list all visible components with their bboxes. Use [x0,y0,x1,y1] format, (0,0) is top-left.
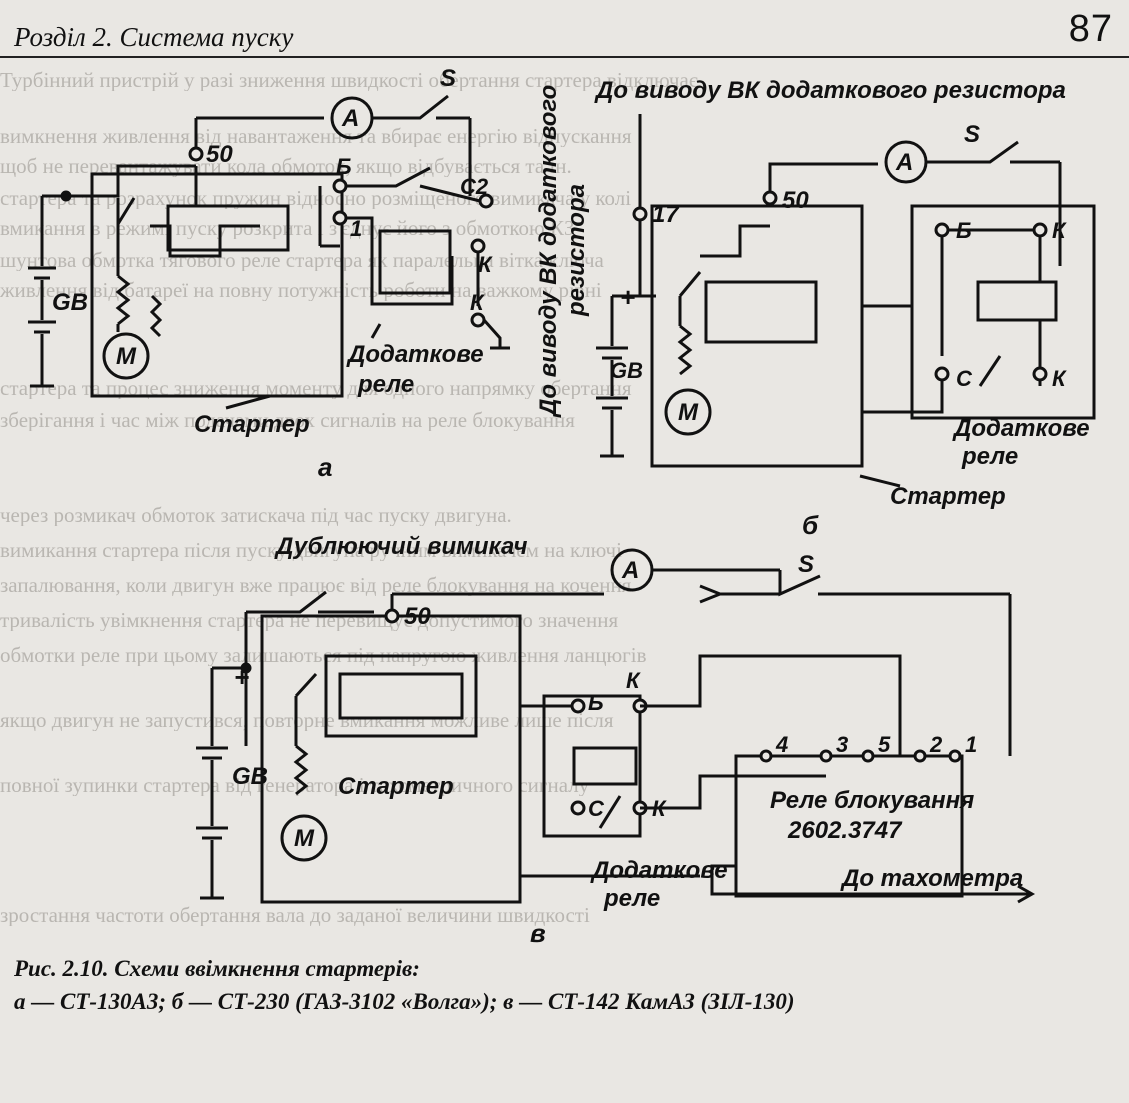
caption-legend: а — СТ-130А3; б — СТ-230 (ГАЗ-3102 «Волг… [14,989,795,1015]
diagram-c: Дублюючий вимикач + GB М 50 С [196,533,1036,948]
vertical-label-line1: До виводу ВК додаткового [535,85,562,418]
terminal-1: 1 [350,216,362,241]
motor-icon [280,814,328,862]
bleed-line: обмотки реле при цьому залишаються під н… [0,645,647,666]
relay-box [542,694,642,838]
bleed-line: зростання частоти обертання вала до зада… [0,905,590,926]
terminal-c: С [588,796,605,821]
vertical-label-line2: резистора [563,184,590,317]
terminal-b: Б [336,154,352,179]
battery-icon [596,296,628,458]
diagram-letter: б [802,510,819,540]
motor-label: М [294,825,315,852]
terminal-c2: С2 [460,174,489,199]
terminal-k1: К [1052,218,1067,243]
starter-label: Стартер [338,773,454,800]
bleed-line: повної зупинки стартера від генератора і… [0,775,590,796]
block-relay-label-line2: 2602.3747 [787,817,903,844]
motor-icon [102,332,150,380]
switch-label: S [964,121,980,148]
page-header: Розділ 2. Система пуску 87 [0,0,1129,58]
block-terminal: 3 [836,732,848,757]
relay-label-line2: реле [603,885,660,912]
bleed-line: вимкнення живлення від навантаження та в… [0,126,632,147]
terminal-50: 50 [404,603,431,630]
plus-sign: + [234,662,249,692]
block-terminal: 5 [878,732,891,757]
ammeter-label: А [621,557,639,584]
block-terminal: 1 [965,732,977,757]
block-terminal: 2 [929,732,943,757]
starter-circuit-figure: GB М 50 А S Б 1 С2 [28,65,1096,948]
bleed-line: Турбінний пристрій у разі зниження швидк… [0,70,698,91]
caption-title: Рис. 2.10. Схеми ввімкнення стартерів: [14,956,420,981]
terminal-c: С [956,366,973,391]
bleed-line: стартера та розрахунок пружин відносно р… [0,188,632,209]
relay-label-line1: Додаткове [952,415,1090,442]
relay-label-line1: Додаткове [590,857,728,884]
battery-icon [28,196,56,388]
bleed-line: запалювання, коли двигун вже працює від … [0,575,632,596]
switch-label: S [798,551,814,578]
bleed-line: через розмикач обмоток затискача під час… [0,505,512,526]
terminal-k2: К [1052,366,1067,391]
block-relay-label-line1: Реле блокування [770,787,974,814]
relay-label-line1: Додаткове [346,341,484,368]
figure-caption: Рис. 2.10. Схеми ввімкнення стартерів: а… [14,952,1114,1019]
block-relay-box [734,754,964,898]
diagram-b: До виводу ВК додаткового резистора До ви… [535,77,1096,540]
relay-label-line2: реле [961,443,1018,470]
diagram-a: GB М 50 А S Б 1 С2 [28,65,510,482]
relay-box [910,204,1096,420]
terminal-k: К [478,252,493,277]
battery-label: GB [610,358,643,383]
terminal-b: Б [588,690,604,715]
switch-label: S [440,65,456,92]
bleed-line: вимикання стартера після пуску двигуна р… [0,540,622,561]
duplicate-switch-label: Дублюючий вимикач [274,533,527,560]
motor-icon [664,388,712,436]
section-title: Розділ 2. Система пуску [14,22,294,52]
diagram-letter: а [318,452,332,482]
ammeter-label: А [341,105,359,132]
terminal-50: 50 [782,187,809,214]
bleed-line: щоб не перевантажувати кола обмоток, якщ… [0,156,572,177]
terminal-k2: К [470,290,485,315]
block-terminal: 4 [775,732,788,757]
bleed-line: якщо двигун не запустився, повторне вмик… [0,710,614,731]
starter-frame [90,172,344,398]
top-label: До виводу ВК додаткового резистора [594,77,1066,104]
ammeter-label: А [895,149,913,176]
battery-icon [196,668,228,900]
starter-label: Стартер [890,483,1006,510]
terminal-50: 50 [206,141,233,168]
page-number: 87 [1068,8,1113,50]
diagram-letter: в [530,918,546,948]
motor-label: М [116,343,137,370]
bleed-line: зберігання і час між подачами двох сигна… [0,410,575,431]
starter-label: Стартер [194,411,310,438]
motor-label: М [678,399,699,426]
battery-label: GB [52,289,88,316]
terminal-k1: К [626,668,641,693]
starter-frame [650,204,864,468]
relay-label-line2: реле [357,371,414,398]
bleed-line: стартера та процес зниження моменту для … [0,378,632,399]
tachometer-label: До тахометра [840,865,1023,892]
